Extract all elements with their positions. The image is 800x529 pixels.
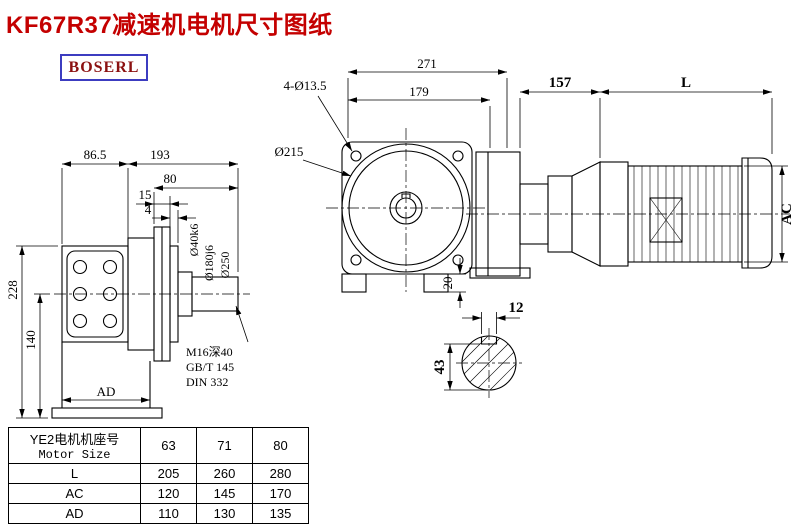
header-size-63: 63 <box>140 427 197 464</box>
row-AD-label: AD <box>8 503 141 524</box>
row-AC-val-63: 120 <box>140 483 197 504</box>
brand-text: BOSERL <box>68 58 140 76</box>
dim-15-label: 15 <box>139 187 152 202</box>
motor-assembly-view <box>466 151 790 279</box>
dim-4-label: 4 <box>145 202 152 217</box>
center-hole-note-3: DIN 332 <box>186 375 228 389</box>
table-row-L: L 205 260 280 <box>8 463 309 484</box>
dim-157-label: 157 <box>549 75 572 91</box>
dim-AC-label: AC <box>779 203 795 225</box>
brand-logo-box: BOSERL <box>60 54 148 81</box>
dim-193-label: 193 <box>150 147 170 162</box>
page-title: KF67R37减速机电机尺寸图纸 <box>6 12 333 39</box>
dim-228-label: 228 <box>5 280 20 300</box>
motor-view-dimensions: 157 L AC <box>519 75 795 263</box>
header-size-80: 80 <box>252 427 309 464</box>
header-motor-size-cell: YE2电机机座号 Motor Size <box>8 427 141 464</box>
gearbox-side-view <box>51 226 250 419</box>
dim-AD-label: AD <box>97 384 116 399</box>
dim-179-label: 179 <box>409 84 429 99</box>
center-hole-note-1: M16深40 <box>186 345 233 359</box>
row-L-val-71: 260 <box>196 463 253 484</box>
dim-80-label: 80 <box>164 171 177 186</box>
row-L-val-80: 280 <box>252 463 309 484</box>
row-AD-val-63: 110 <box>140 503 197 524</box>
motor-size-table: YE2电机机座号 Motor Size 63 71 80 L 205 260 2… <box>8 427 309 524</box>
shaft-section-view <box>456 328 522 398</box>
dim-140-label: 140 <box>23 330 38 350</box>
dia-215-label: Ø215 <box>275 144 304 159</box>
front-view-dimensions: 271 179 4-Ø13.5 Ø215 20 <box>275 56 508 308</box>
table-header-row: YE2电机机座号 Motor Size 63 71 80 <box>8 427 309 464</box>
dim-43-label: 43 <box>432 360 448 375</box>
row-AC-label: AC <box>8 483 141 504</box>
dia-pilot-label: Ø180j6 <box>202 245 216 281</box>
row-AC-val-80: 170 <box>252 483 309 504</box>
header-size-71: 71 <box>196 427 253 464</box>
row-AD-val-71: 130 <box>196 503 253 524</box>
dim-86-5-label: 86.5 <box>84 147 107 162</box>
row-AD-val-80: 135 <box>252 503 309 524</box>
section-view-dimensions: 12 43 <box>432 300 524 391</box>
dia-shaft-label: Ø40k6 <box>187 224 201 257</box>
side-view-dimensions: 86.5 193 80 15 4 228 140 AD Ø40k6 Ø180j6… <box>5 147 249 419</box>
center-hole-note-2: GB/T 145 <box>186 360 234 374</box>
dim-12-label: 12 <box>509 300 524 316</box>
dim-L-label: L <box>681 75 691 91</box>
row-L-val-63: 205 <box>140 463 197 484</box>
dim-271-label: 271 <box>417 56 437 71</box>
dia-flange-label: Ø250 <box>218 252 232 279</box>
header-motor-size-cn: YE2电机机座号 <box>29 432 120 447</box>
dim-20-label: 20 <box>440 277 455 290</box>
table-row-AC: AC 120 145 170 <box>8 483 309 504</box>
row-L-label: L <box>8 463 141 484</box>
bolt-holes-note: 4-Ø13.5 <box>284 78 327 93</box>
header-motor-size-en: Motor Size <box>38 448 111 462</box>
gearbox-front-view <box>326 128 486 293</box>
row-AC-val-71: 145 <box>196 483 253 504</box>
table-row-AD: AD 110 130 135 <box>8 503 309 524</box>
